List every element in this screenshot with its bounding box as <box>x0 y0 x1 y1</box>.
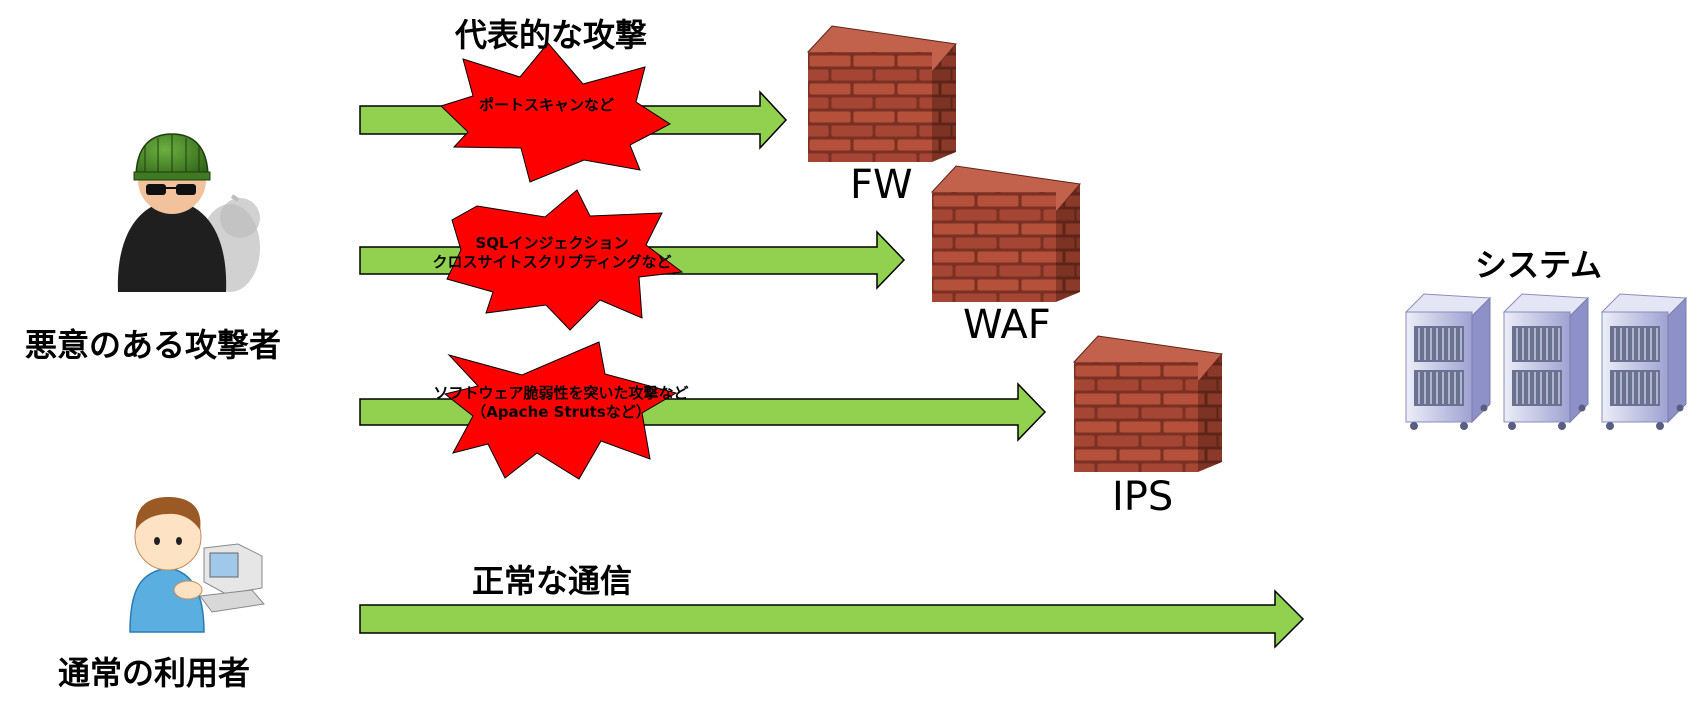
user-label: 通常の利用者 <box>58 654 251 692</box>
attack-text-line1: ソフトウェア脆弱性を突いた攻撃など <box>433 384 689 402</box>
brick-wall-icon <box>931 165 1081 303</box>
device-label-waf: WAF <box>963 302 1051 348</box>
system-label: システム <box>1475 246 1603 284</box>
title-attacks: 代表的な攻撃 <box>455 16 648 54</box>
device-label-ips: IPS <box>1112 474 1174 520</box>
attack-label-vulnerability: ソフトウェア脆弱性を突いた攻撃など （Apache Strutsなど） <box>416 384 706 422</box>
attack-label-sql-injection: SQLインジェクション クロスサイトスクリプティングなど <box>432 234 672 272</box>
arrow-normal-traffic <box>359 589 1305 649</box>
server-icon <box>1503 293 1589 431</box>
explosion-icon <box>440 42 671 183</box>
attack-text-line1: SQLインジェクション <box>475 234 629 252</box>
server-icon <box>1405 293 1491 431</box>
explosion-icon <box>443 341 678 480</box>
attacker-icon <box>117 133 260 292</box>
brick-wall-icon <box>807 25 957 163</box>
title-normal-traffic: 正常な通信 <box>472 562 633 600</box>
attack-text: ポートスキャンなど <box>479 96 615 114</box>
brick-wall-icon <box>1073 335 1223 473</box>
device-label-fw: FW <box>850 162 913 208</box>
attack-label-port-scan: ポートスキャンなど <box>479 96 614 115</box>
server-icon <box>1601 293 1687 431</box>
attack-text-line2: （Apache Strutsなど） <box>471 403 651 421</box>
attacker-label: 悪意のある攻撃者 <box>25 326 282 364</box>
attack-text-line2: クロスサイトスクリプティングなど <box>432 253 672 271</box>
explosion-icon <box>446 189 684 331</box>
user-icon <box>129 497 265 633</box>
